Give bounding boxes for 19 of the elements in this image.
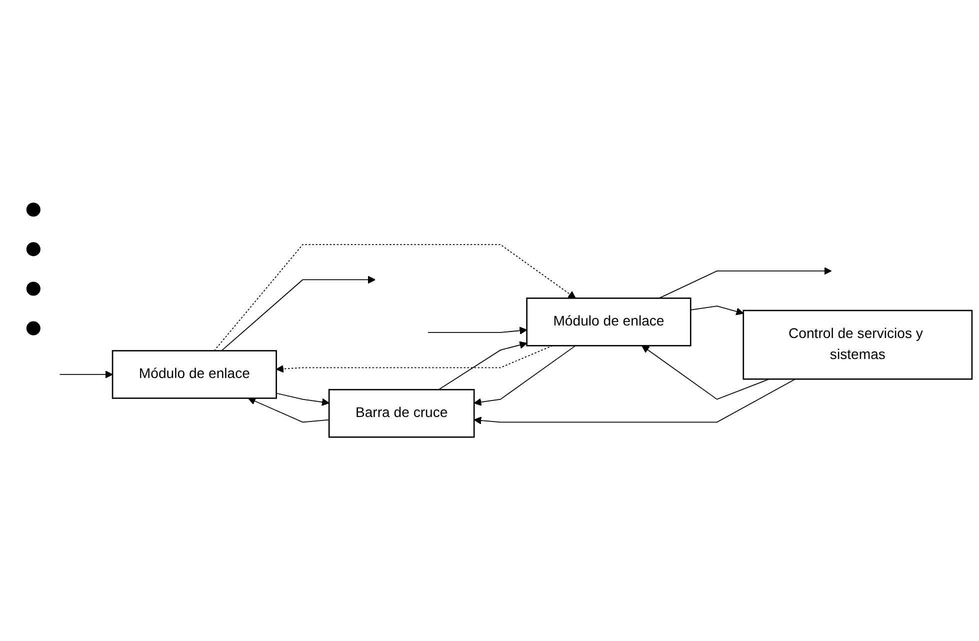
arrow <box>474 346 576 406</box>
node-circle <box>26 322 40 336</box>
arrow <box>658 268 832 300</box>
node-circle <box>26 242 40 257</box>
node-circle <box>26 282 40 296</box>
arrow <box>438 342 528 390</box>
arrow <box>428 327 528 335</box>
arrow <box>276 393 330 406</box>
node-box: Control de servicios y sistemas <box>742 310 973 380</box>
node-box: Módulo de enlace <box>112 350 277 400</box>
arrow <box>690 306 744 316</box>
arrow <box>474 379 796 425</box>
node-box: Barra de cruce <box>328 389 475 438</box>
arrow <box>248 398 330 424</box>
arrow <box>59 371 113 379</box>
node-box: Módulo de enlace <box>526 298 692 347</box>
arrow <box>221 276 376 352</box>
arrow <box>214 244 576 352</box>
node-circle <box>26 203 40 218</box>
